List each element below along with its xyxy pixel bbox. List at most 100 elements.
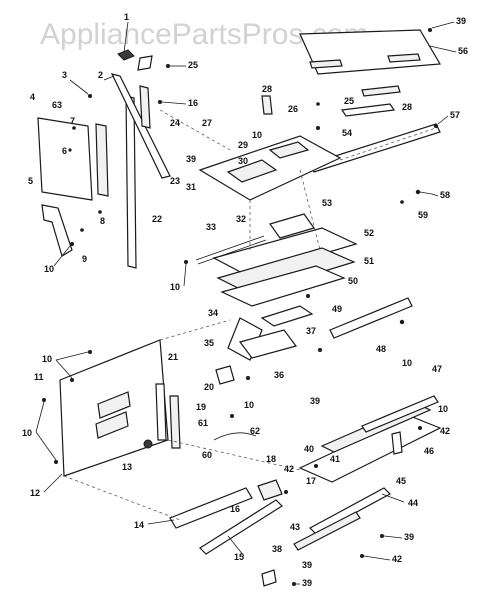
callout-label: 60 — [202, 450, 212, 460]
side-panel-assembly — [37, 49, 171, 269]
chassis-assembly — [184, 135, 413, 380]
screw — [184, 260, 188, 264]
callout-label: 18 — [266, 454, 276, 464]
part-6-screw — [68, 148, 72, 152]
callout-label: 46 — [424, 446, 434, 456]
leader-line — [55, 359, 73, 379]
callout-label: 10 — [438, 404, 448, 414]
callout-label: 31 — [186, 182, 196, 192]
part-58-shaft — [419, 191, 433, 195]
part-49-bracket — [260, 305, 314, 327]
callout-label: 34 — [208, 308, 218, 318]
callout-label: 10 — [402, 358, 412, 368]
part-12-slot — [95, 411, 129, 439]
bottom-frame-assembly — [169, 395, 442, 587]
part-44-rail — [309, 487, 391, 535]
callout-label: 24 — [170, 118, 180, 128]
callout-label: 39 — [302, 560, 312, 570]
screw — [433, 123, 439, 129]
screw — [399, 319, 405, 325]
callout-label: 23 — [170, 176, 180, 186]
part-2-bracket — [137, 55, 153, 71]
callout-label: 28 — [262, 84, 272, 94]
alignment-line — [63, 475, 181, 521]
part-4-side-panel — [37, 117, 93, 201]
part-32-insert — [226, 159, 278, 183]
callout-label: 20 — [204, 382, 214, 392]
callout-label: 8 — [100, 216, 105, 226]
alignment-line — [339, 127, 437, 161]
part-56-detail — [387, 53, 421, 63]
leader-line — [227, 535, 245, 557]
callout-label: 7 — [70, 116, 75, 126]
callout-label: 44 — [408, 498, 418, 508]
part-48-rail — [329, 297, 413, 339]
callout-label: 39 — [456, 16, 466, 26]
screw — [316, 126, 320, 130]
callout-label: 6 — [62, 146, 67, 156]
part-13-knob — [143, 439, 153, 449]
front-panel-assembly — [42, 339, 257, 477]
callout-label: 63 — [52, 100, 62, 110]
callout-label: 16 — [230, 504, 240, 514]
leader-line — [35, 431, 57, 461]
screw — [54, 460, 58, 464]
part-5-bracket — [41, 204, 73, 257]
part-56-detail — [309, 59, 343, 69]
leader-line — [147, 519, 175, 525]
leader-line — [383, 535, 403, 539]
screw — [70, 242, 74, 246]
callout-label: 47 — [432, 364, 442, 374]
leader-line — [35, 401, 45, 433]
screw — [88, 94, 92, 98]
callout-label: 51 — [364, 256, 374, 266]
leader-lines — [35, 21, 457, 585]
alignment-line — [159, 109, 231, 151]
screw — [292, 582, 296, 586]
callout-label: 22 — [152, 214, 162, 224]
callout-label: 12 — [30, 488, 40, 498]
callout-label: 41 — [330, 454, 340, 464]
part-46-bracket — [391, 431, 403, 455]
screw — [42, 398, 46, 402]
screw — [380, 534, 384, 538]
part-60-wire — [213, 432, 257, 441]
part-52-plate — [212, 227, 358, 277]
part-23-rail — [110, 73, 171, 179]
alignment-line — [299, 169, 321, 251]
screw — [88, 350, 92, 354]
part-36-plate — [238, 329, 298, 359]
part-47-rail — [361, 395, 439, 433]
part-33-rod — [197, 239, 267, 265]
screw — [70, 378, 74, 382]
callout-label: 14 — [134, 520, 144, 530]
callout-label: 3 — [62, 70, 67, 80]
callout-label: 25 — [188, 60, 198, 70]
leader-line — [55, 351, 89, 361]
callout-label: 26 — [288, 104, 298, 114]
leader-line — [103, 75, 115, 81]
part-21-strip — [155, 383, 167, 441]
screw — [318, 348, 322, 352]
callout-label: 10 — [244, 400, 254, 410]
leader-line — [431, 193, 439, 197]
callout-label: 13 — [122, 462, 132, 472]
callout-label: 56 — [458, 46, 468, 56]
screw — [80, 228, 84, 232]
callout-label: 4 — [30, 92, 35, 102]
leader-line — [431, 21, 455, 29]
leader-line — [437, 115, 449, 125]
callout-label: 27 — [202, 118, 212, 128]
callout-label: 39 — [186, 154, 196, 164]
leader-line — [43, 473, 63, 493]
callout-label: 5 — [28, 176, 33, 186]
part-28-strip — [361, 85, 401, 97]
screw — [230, 414, 234, 418]
callout-label: 1 — [124, 12, 129, 22]
screw — [306, 294, 310, 298]
part-30-plate — [268, 141, 310, 159]
callout-label: 35 — [204, 338, 214, 348]
callout-label: 10 — [170, 282, 180, 292]
callout-labels: 1 2 3 4 63 7 6 5 8 9 10 22 23 24 16 25 3… — [22, 12, 468, 588]
